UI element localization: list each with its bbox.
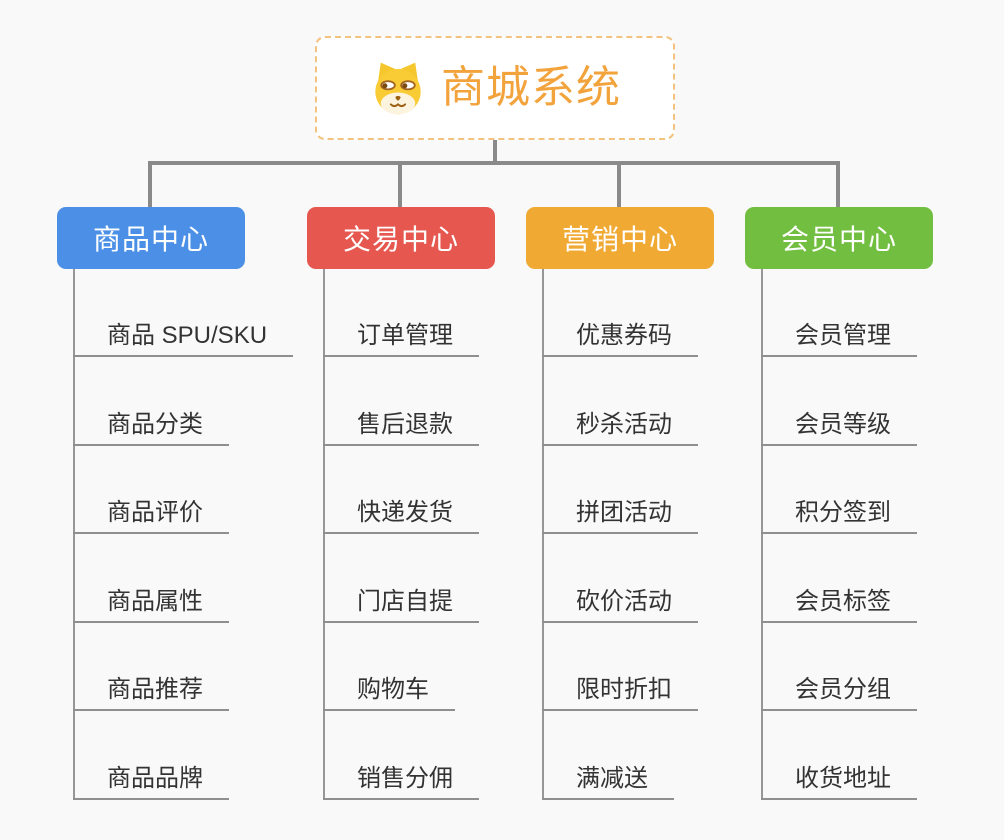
branch-trade-center: 交易中心 订单管理 售后退款 快递发货 门店自提 购物车 销售分佣: [307, 207, 557, 807]
doge-icon: [375, 62, 421, 115]
leaf-node[interactable]: 商品品牌: [73, 760, 229, 800]
leaf-node[interactable]: 拼团活动: [542, 494, 698, 534]
leaf-node[interactable]: 积分签到: [761, 494, 917, 534]
connector-drop: [836, 161, 840, 207]
leaf-node[interactable]: 订单管理: [323, 317, 479, 357]
leaf-node[interactable]: 商品评价: [73, 494, 229, 534]
branch-label: 商品中心: [92, 224, 209, 255]
leaf-node[interactable]: 会员标签: [761, 583, 917, 623]
branch-box-product-center[interactable]: 商品中心: [57, 207, 245, 269]
leaf-node[interactable]: 秒杀活动: [542, 406, 698, 446]
branch-label: 交易中心: [342, 224, 459, 255]
root-title: 商城系统: [441, 63, 621, 112]
branch-connector-line: [542, 269, 544, 800]
leaf-node[interactable]: 销售分佣: [323, 760, 479, 800]
leaf-node[interactable]: 商品推荐: [73, 671, 229, 711]
leaf-node[interactable]: 会员分组: [761, 671, 917, 711]
leaf-node[interactable]: 商品分类: [73, 406, 229, 446]
branch-connector-line: [323, 269, 325, 800]
branch-box-member-center[interactable]: 会员中心: [745, 207, 933, 269]
connector-trunk: [148, 161, 840, 165]
connector-drop: [617, 161, 621, 207]
branch-connector-line: [73, 269, 75, 800]
branch-connector-line: [761, 269, 763, 800]
leaf-node[interactable]: 快递发货: [323, 494, 479, 534]
leaf-node[interactable]: 售后退款: [323, 406, 479, 446]
connector-root-stem: [493, 140, 497, 165]
branch-box-marketing-center[interactable]: 营销中心: [526, 207, 714, 269]
leaf-node[interactable]: 商品 SPU/SKU: [73, 317, 294, 357]
leaf-node[interactable]: 满减送: [542, 760, 674, 800]
branch-marketing-center: 营销中心 优惠券码 秒杀活动 拼团活动 砍价活动 限时折扣 满减送: [526, 207, 776, 807]
leaf-node[interactable]: 限时折扣: [542, 671, 698, 711]
leaf-node[interactable]: 商品属性: [73, 583, 229, 623]
branch-product-center: 商品中心 商品 SPU/SKU 商品分类 商品评价 商品属性 商品推荐 商品品牌: [57, 207, 307, 807]
connector-drop: [398, 161, 402, 207]
leaf-node[interactable]: 会员等级: [761, 406, 917, 446]
branch-label: 会员中心: [780, 224, 897, 255]
leaf-node[interactable]: 优惠券码: [542, 317, 698, 357]
connector-drop: [148, 161, 152, 207]
leaf-node[interactable]: 收货地址: [761, 760, 917, 800]
leaf-node[interactable]: 会员管理: [761, 317, 917, 357]
branch-label: 营销中心: [561, 224, 678, 255]
branch-member-center: 会员中心 会员管理 会员等级 积分签到 会员标签 会员分组 收货地址: [745, 207, 995, 807]
leaf-node[interactable]: 购物车: [323, 671, 455, 711]
leaf-node[interactable]: 门店自提: [323, 583, 479, 623]
root-node[interactable]: 商城系统: [315, 36, 675, 140]
branch-box-trade-center[interactable]: 交易中心: [307, 207, 495, 269]
leaf-node[interactable]: 砍价活动: [542, 583, 698, 623]
